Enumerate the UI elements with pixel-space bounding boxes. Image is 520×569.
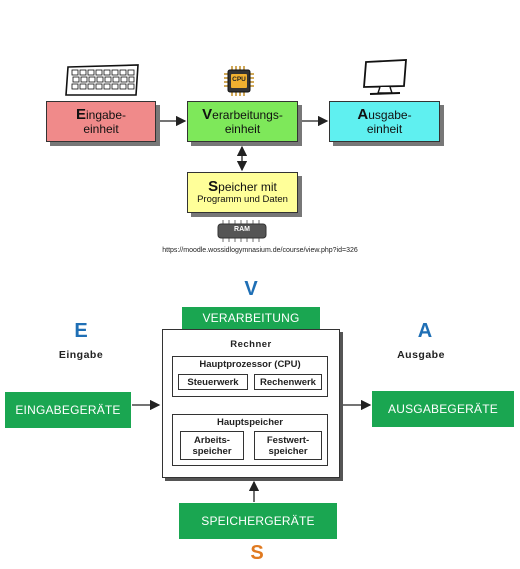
ram-chip-label: RAM xyxy=(234,226,250,233)
source-url[interactable]: https://moodle.wossidlogymnasium.de/cour… xyxy=(162,247,358,254)
processing-unit-label-2: einheit xyxy=(224,121,261,136)
festwertspeicher-label-1: Festwert- xyxy=(266,434,310,446)
rechner-label: Rechner xyxy=(230,339,272,350)
output-unit-initial: A xyxy=(357,105,369,123)
input-unit-box: Eingabe- einheit xyxy=(46,101,156,142)
rechenwerk-cell: Rechenwerk xyxy=(254,374,322,390)
steuerwerk-cell: Steuerwerk xyxy=(178,374,248,390)
storage-unit-label-1: peicher mit xyxy=(218,180,277,194)
ram-chip-icon: RAM xyxy=(217,220,267,242)
cpu-chip-label: CPU xyxy=(232,76,246,83)
arbeitsspeicher-label-1: Arbeits- xyxy=(194,434,230,446)
eingabe-label: Eingabe xyxy=(58,349,104,361)
cpu-chip-icon: CPU xyxy=(224,66,254,96)
input-unit-initial: E xyxy=(75,105,86,123)
ausgabegeraete-bar: AUSGABEGERÄTE xyxy=(372,391,514,427)
storage-unit-initial: S xyxy=(208,178,219,195)
letter-v: V xyxy=(244,278,258,300)
speichergeraete-bar: SPEICHERGERÄTE xyxy=(179,503,337,539)
ausgabe-label: Ausgabe xyxy=(397,349,445,361)
processing-unit-box: Verarbeitungs- einheit xyxy=(187,101,298,142)
output-unit-label-1: usgabe- xyxy=(368,107,412,122)
festwertspeicher-label-2: speicher xyxy=(268,445,308,457)
hauptprozessor-label: Hauptprozessor (CPU) xyxy=(199,359,301,370)
eingabegeraete-bar: EINGABEGERÄTE xyxy=(5,392,131,428)
letter-a: A xyxy=(417,320,433,342)
hauptspeicher-label: Hauptspeicher xyxy=(217,417,283,428)
letter-e: E xyxy=(74,320,88,342)
output-unit-box: Ausgabe- einheit xyxy=(329,101,440,142)
festwertspeicher-cell: Festwert- speicher xyxy=(254,431,322,460)
verarbeitung-bar: VERARBEITUNG xyxy=(182,307,320,329)
storage-unit-label-2: Programm und Daten xyxy=(197,194,288,205)
storage-unit-box: Speicher mit Programm und Daten xyxy=(187,172,298,213)
output-unit-label-2: einheit xyxy=(366,121,403,136)
input-unit-label-2: einheit xyxy=(83,121,119,136)
letter-s: S xyxy=(250,542,264,564)
input-unit-label-1: ingabe- xyxy=(85,107,127,122)
arbeitsspeicher-cell: Arbeits- speicher xyxy=(180,431,244,460)
arbeitsspeicher-label-2: speicher xyxy=(192,445,232,457)
processing-unit-label-1: erarbeitungs- xyxy=(212,107,283,122)
processing-unit-initial: V xyxy=(202,105,213,123)
